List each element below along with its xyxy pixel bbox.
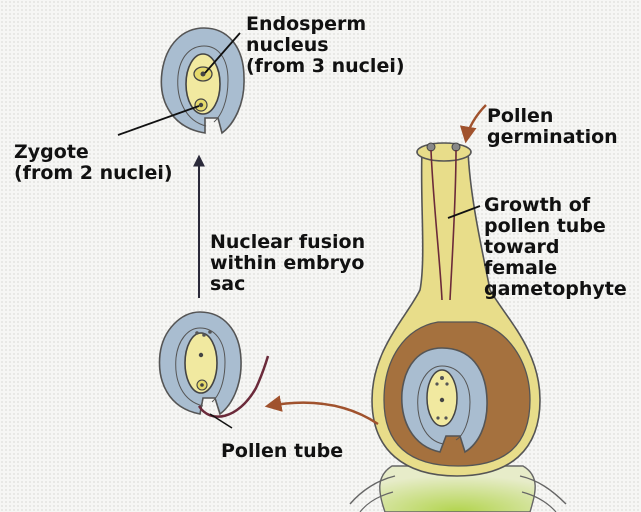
germination-arrow (466, 105, 486, 140)
transition-arrow (268, 403, 378, 424)
pollen-grain (427, 143, 435, 151)
pollen-germination-label-line1: Pollen (487, 106, 618, 127)
stigma (417, 143, 471, 161)
endosperm-label-line1: Endosperm (246, 14, 405, 35)
growth-label-line1: Growth of (484, 195, 627, 216)
nuclear-fusion-label-line2: within embryo (210, 253, 365, 274)
growth-label: Growth of pollen tube toward female game… (484, 195, 627, 300)
nuclear-fusion-label-line1: Nuclear fusion (210, 232, 365, 253)
zygote-label-line2: (from 2 nuclei) (14, 163, 173, 184)
nuclear-fusion-label-line3: sac (210, 274, 365, 295)
zygote-label: Zygote (from 2 nuclei) (14, 142, 173, 184)
endosperm-label-line3: (from 3 nuclei) (246, 56, 405, 77)
pollen-germination-label: Pollen germination (487, 106, 618, 148)
growth-label-line3: toward (484, 237, 627, 258)
pollen-germination-label-line2: germination (487, 127, 618, 148)
growth-label-line5: gametophyte (484, 279, 627, 300)
nuclear-fusion-label: Nuclear fusion within embryo sac (210, 232, 365, 295)
fertilized-ovule (118, 28, 244, 135)
ovule-with-pollen-tube (160, 312, 268, 417)
growth-label-line4: female (484, 258, 627, 279)
zygote-label-line1: Zygote (14, 142, 173, 163)
pollen-tube-label: Pollen tube (221, 441, 343, 462)
growth-label-line2: pollen tube (484, 216, 627, 237)
endosperm-label: Endosperm nucleus (from 3 nuclei) (246, 14, 405, 77)
endosperm-label-line2: nucleus (246, 35, 405, 56)
zygote-dot (199, 103, 203, 107)
pollen-grain (452, 143, 460, 151)
